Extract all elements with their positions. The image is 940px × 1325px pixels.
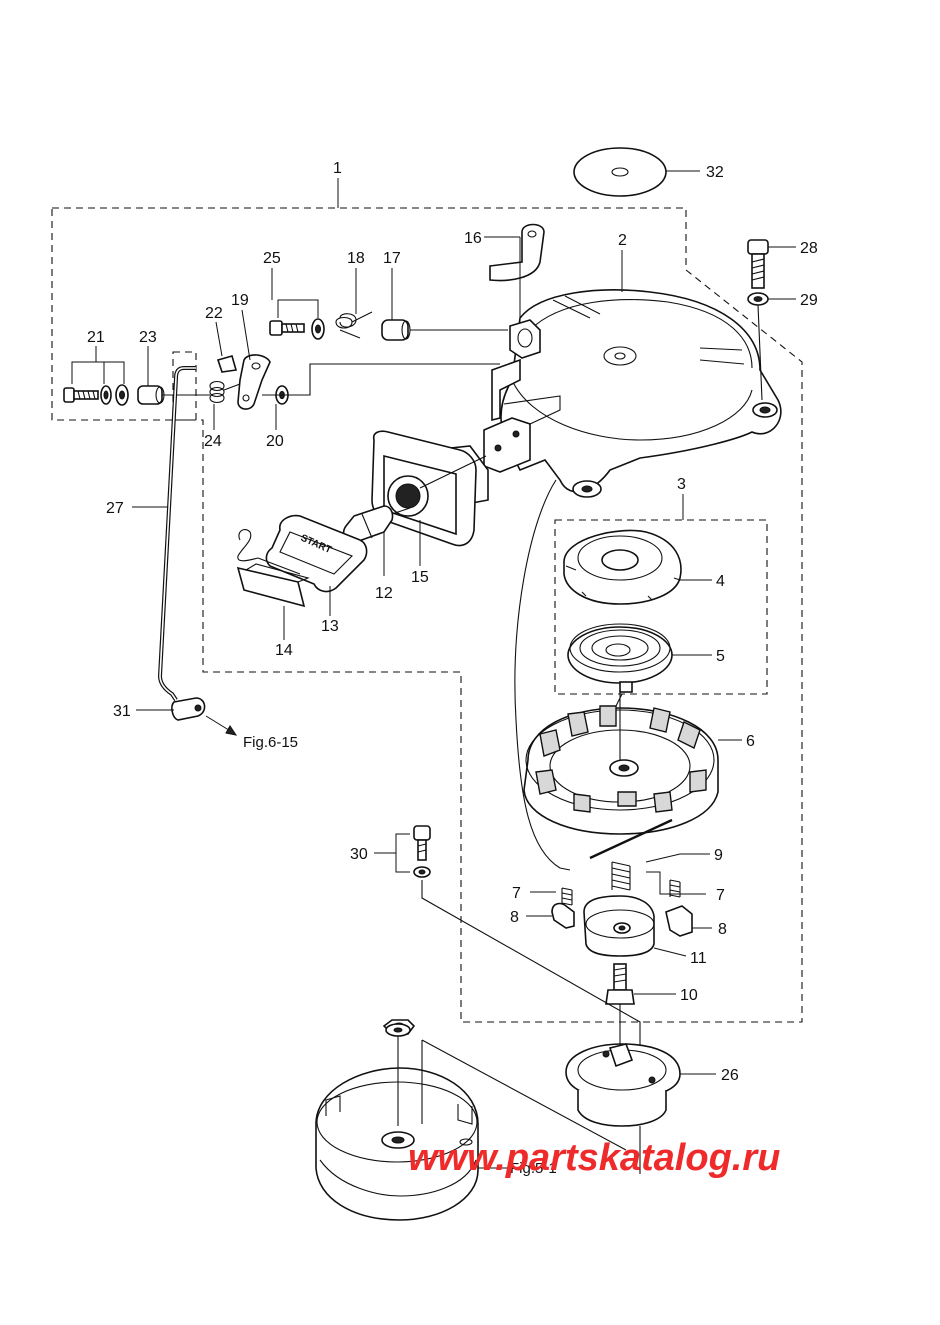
callout-22: 22: [205, 305, 223, 322]
callout-7-right: 7: [716, 887, 725, 904]
callout-24: 24: [204, 433, 222, 450]
part-19-latch-plate: [237, 309, 271, 410]
part-27-link-rod: [132, 366, 196, 702]
part-23-bushing: [137, 346, 210, 405]
part-7-pawl-spring-right: [646, 871, 706, 898]
assembly-boundary-3: [554, 494, 768, 695]
part-29-washer: [747, 292, 796, 401]
callout-21: 21: [87, 329, 105, 346]
callout-7-left: 7: [512, 885, 521, 902]
callout-29: 29: [800, 292, 818, 309]
figure-reference-6-15[interactable]: Fig.6-15: [243, 734, 298, 751]
callout-32: 32: [706, 164, 724, 181]
part-21-screw-washers: [63, 346, 129, 406]
callout-11: 11: [690, 950, 707, 967]
flywheel: [315, 1067, 479, 1221]
callout-30: 30: [350, 846, 368, 863]
part-5-recoil-spring: [567, 623, 712, 693]
watermark-site-url: www.partskatalog.ru: [408, 1137, 780, 1179]
callout-18: 18: [347, 250, 365, 267]
callout-15: 15: [411, 569, 429, 586]
part-18-torsion-spring: [335, 268, 373, 339]
part-8-pawl-left: [526, 902, 575, 929]
callout-8-right: 8: [718, 921, 727, 938]
callout-6: 6: [746, 733, 755, 750]
callout-10: 10: [680, 987, 698, 1004]
callout-8-left: 8: [510, 909, 519, 926]
part-28-bolt: [747, 239, 796, 289]
callout-25: 25: [263, 250, 281, 267]
callout-3: 3: [677, 476, 686, 493]
part-20-washer: [262, 363, 500, 430]
callout-23: 23: [139, 329, 157, 346]
callout-19: 19: [231, 292, 249, 309]
flywheel-nut-washer: [382, 1019, 641, 1174]
callout-31: 31: [113, 703, 131, 720]
callout-27: 27: [106, 500, 124, 517]
part-16-lever-arm: [484, 223, 545, 322]
callout-26: 26: [721, 1067, 739, 1084]
part-9-center-spring: [611, 853, 710, 891]
part-13-start-handle: START: [265, 514, 368, 616]
figure-reference-5-1[interactable]: Fig.5-1: [510, 1160, 557, 1177]
part-6-reel-pulley: [523, 690, 742, 835]
callout-2: 2: [618, 232, 627, 249]
part-11-drive-ratchet: [583, 895, 687, 957]
callout-17: 17: [383, 250, 401, 267]
part-31-rod-clip: [136, 697, 238, 736]
part-4-spring-cover: [563, 529, 712, 605]
callout-13: 13: [321, 618, 339, 635]
part-8-pawl-right: [665, 905, 712, 937]
callout-12: 12: [375, 585, 393, 602]
part-14-rope-clip: [236, 529, 310, 640]
part-2-starter-case: [483, 250, 782, 498]
part-22-small-latch: [215, 321, 238, 373]
part-17-collar: [381, 268, 508, 341]
starter-rope-path: [514, 479, 673, 871]
part-26-starter-cup: [565, 1043, 716, 1127]
callout-16: 16: [464, 230, 482, 247]
callout-20: 20: [266, 433, 284, 450]
part-15-handle-housing: [371, 430, 489, 566]
callout-5: 5: [716, 648, 725, 665]
part-12-rope-guide: [342, 505, 411, 576]
callout-9: 9: [714, 847, 723, 864]
part-24-coil-spring: [209, 380, 241, 430]
part-25-screw-washer: [269, 268, 325, 340]
callout-14: 14: [275, 642, 293, 659]
callout-4: 4: [716, 573, 725, 590]
part-7-pawl-spring-left: [530, 887, 573, 906]
callout-28: 28: [800, 240, 818, 257]
callout-1: 1: [333, 160, 342, 177]
part-32-cover-disc: [573, 147, 700, 197]
assembly-boundary-1: [51, 178, 803, 1023]
